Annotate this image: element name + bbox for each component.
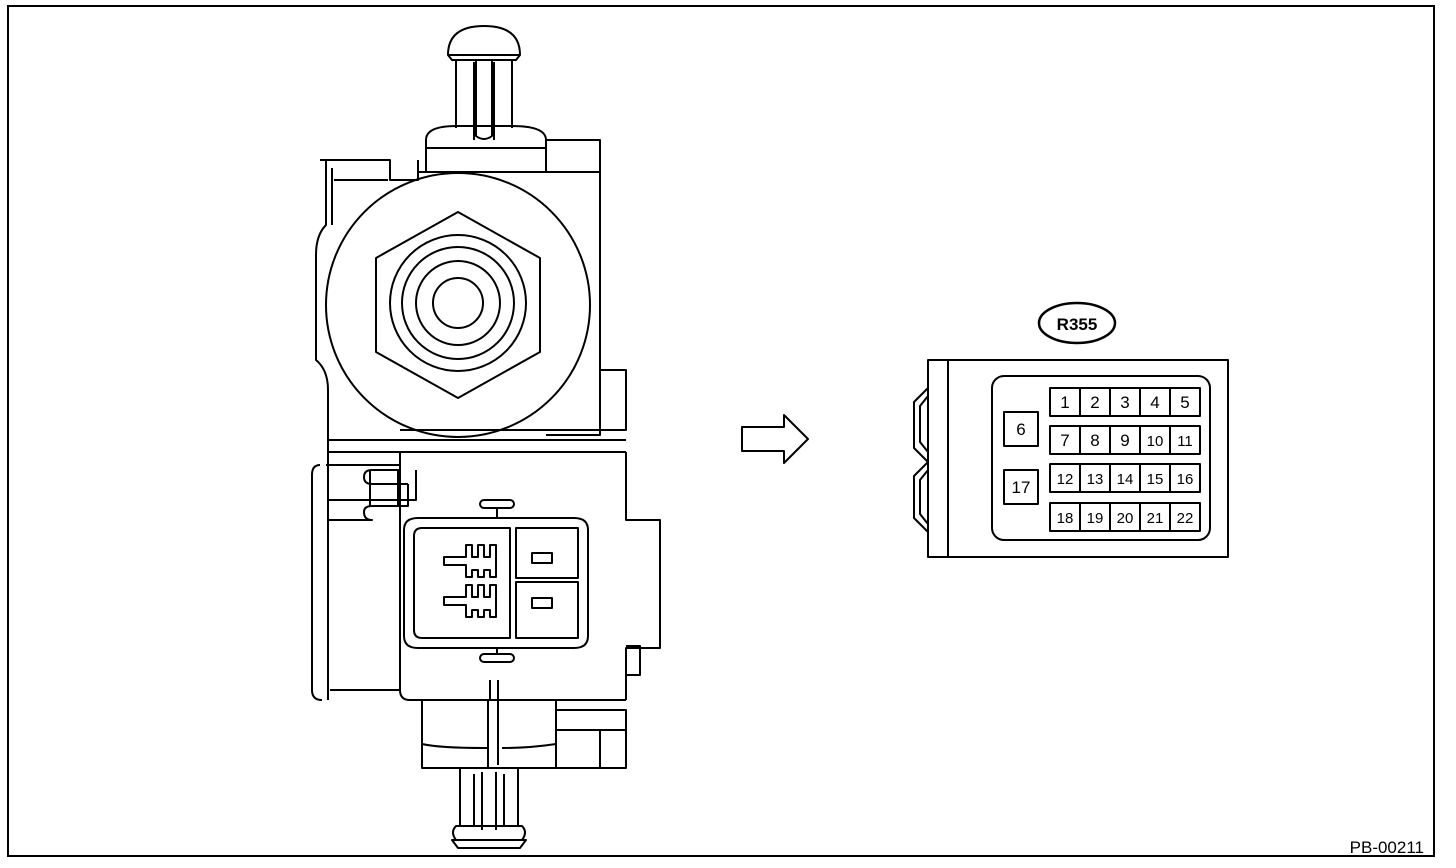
pin-label-10: 10 — [1147, 433, 1164, 450]
pin-label-4: 4 — [1150, 393, 1159, 412]
pin-label-2: 2 — [1090, 393, 1099, 412]
pin-label-13: 13 — [1087, 471, 1104, 488]
pin-label-8: 8 — [1090, 431, 1099, 450]
switch-assembly — [311, 25, 661, 849]
connector-label: R355 — [1057, 315, 1098, 334]
pin-label-21: 21 — [1147, 510, 1164, 527]
pin-label-11: 11 — [1177, 433, 1193, 450]
figure-border — [7, 5, 1435, 857]
pin-label-7: 7 — [1060, 431, 1069, 450]
pin-label-5: 5 — [1180, 393, 1189, 412]
figure-code: PB-00211 — [1350, 838, 1424, 857]
pin-label-3: 3 — [1120, 393, 1129, 412]
pin-label-16: 16 — [1177, 471, 1194, 488]
pin-cell-16 — [1169, 463, 1201, 493]
pin-label-22: 22 — [1177, 510, 1194, 527]
pin-cell-22 — [1169, 502, 1201, 532]
pin-label-19: 19 — [1087, 510, 1104, 527]
pin-cell-6 — [1003, 411, 1039, 447]
pin-label-18: 18 — [1057, 510, 1074, 527]
pin-label-15: 15 — [1147, 471, 1164, 488]
pin-label-6: 6 — [1016, 420, 1025, 439]
connector-face — [913, 301, 1229, 558]
pin-label-9: 9 — [1120, 431, 1129, 450]
pin-label-1: 1 — [1060, 393, 1069, 412]
view-direction-arrow — [741, 414, 809, 464]
pin-label-20: 20 — [1117, 510, 1134, 527]
connector-label-oval — [1037, 301, 1117, 345]
pin-label-12: 12 — [1057, 471, 1074, 488]
pin-cell-17 — [1003, 469, 1039, 505]
pin-label-17: 17 — [1012, 478, 1031, 497]
pin-cell-11 — [1169, 425, 1201, 455]
pin-cell-5 — [1169, 387, 1201, 417]
pin-label-14: 14 — [1117, 471, 1134, 488]
